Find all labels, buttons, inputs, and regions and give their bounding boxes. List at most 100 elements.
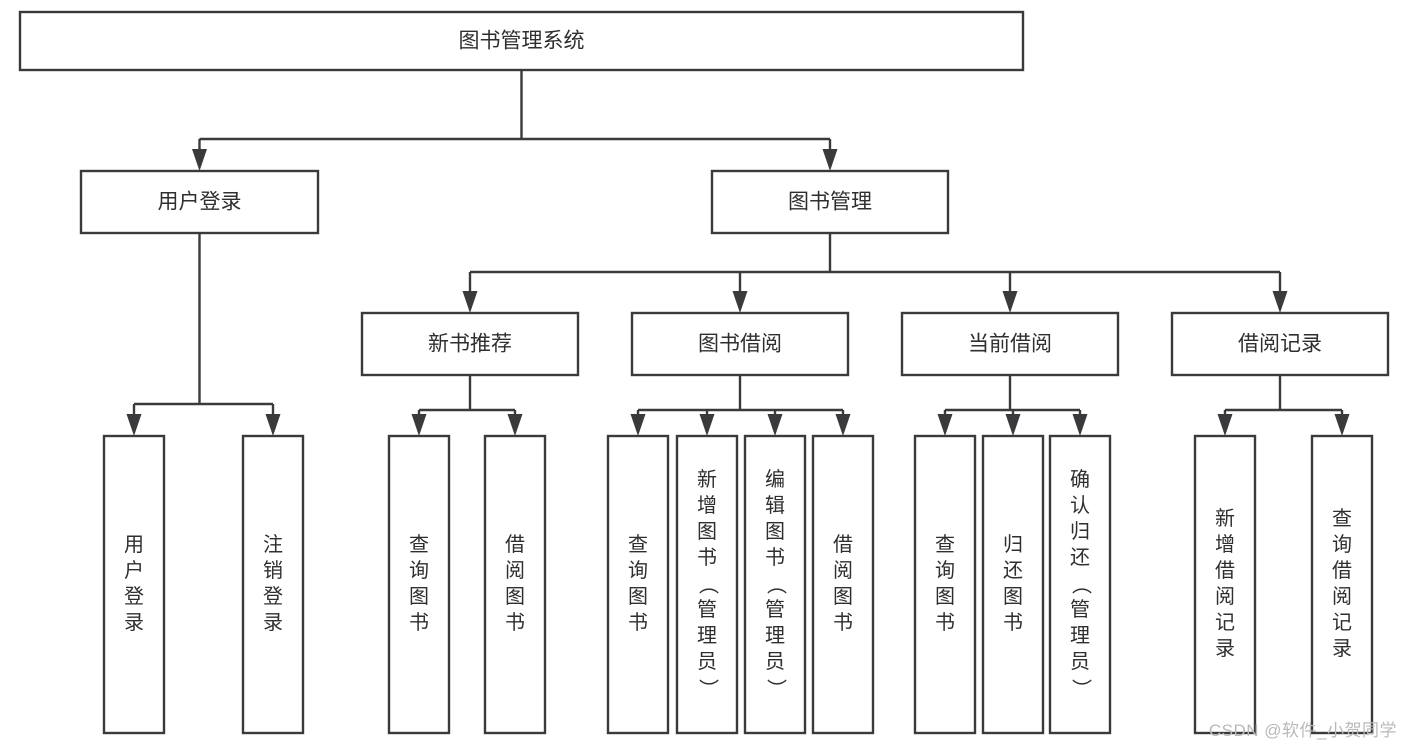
- node-label: 图书管理系统: [459, 30, 585, 53]
- node-label-char: 理: [1070, 625, 1090, 647]
- node-box[interactable]: [606, 434, 670, 735]
- node-label-char: 询: [1332, 533, 1352, 556]
- node-label-char: 图: [1003, 586, 1023, 608]
- node-box[interactable]: [981, 434, 1045, 735]
- node-label-char: 借: [1332, 559, 1352, 582]
- node-label-char: 归: [1003, 533, 1023, 556]
- node-box[interactable]: [675, 434, 739, 735]
- arrow-head-icon: [1272, 291, 1288, 313]
- node-box[interactable]: [79, 169, 320, 235]
- arrow-head-icon: [835, 414, 851, 436]
- node-label-char: 理: [765, 625, 785, 647]
- node-label-char: 录: [263, 612, 283, 634]
- arrow-head-icon: [822, 149, 838, 171]
- node-current-borrow[interactable]: 当前借阅: [900, 311, 1120, 377]
- node-user-login[interactable]: 用户登录: [79, 169, 320, 235]
- arrow-head-icon: [1005, 414, 1021, 436]
- node-borrow-record[interactable]: 借阅记录: [1170, 311, 1390, 377]
- node-label-char: 书: [765, 546, 785, 569]
- arrow-head-icon: [1072, 414, 1088, 436]
- node-box[interactable]: [900, 311, 1120, 377]
- node-label-char: 记: [1332, 611, 1352, 634]
- arrow-head-icon: [1334, 414, 1350, 436]
- node-label-char: ）: [765, 679, 788, 699]
- arrow-head-icon: [411, 414, 427, 436]
- node-label: 当前借阅: [968, 333, 1052, 356]
- node-box[interactable]: [102, 434, 166, 735]
- node-label-char: 询: [409, 559, 429, 582]
- arrow-head-icon: [1217, 414, 1233, 436]
- node-box[interactable]: [811, 434, 875, 735]
- node-label-char: 查: [628, 533, 648, 556]
- node-label-char: 编: [765, 468, 785, 491]
- node-box[interactable]: [710, 169, 950, 235]
- node-label-char: 图: [935, 586, 955, 608]
- node-box[interactable]: [913, 434, 977, 735]
- node-book-manage[interactable]: 图书管理: [710, 169, 950, 235]
- node-book-borrow[interactable]: 图书借阅: [630, 311, 850, 377]
- node-label-char: 书: [505, 611, 525, 634]
- node-label-char: 新: [697, 468, 717, 491]
- arrow-head-icon: [767, 414, 783, 436]
- node-box[interactable]: [18, 10, 1025, 72]
- node-label-char: 认: [1070, 494, 1090, 517]
- node-box[interactable]: [1170, 311, 1390, 377]
- node-label-char: （: [1070, 575, 1093, 595]
- connector-group: [937, 375, 1088, 436]
- node-new-book-rec[interactable]: 新书推荐: [360, 311, 580, 377]
- node-box[interactable]: [1310, 434, 1374, 735]
- node-box[interactable]: [1048, 434, 1112, 735]
- node-box[interactable]: [483, 434, 547, 735]
- node-label-char: 阅: [833, 559, 853, 582]
- node-label-char: 确: [1070, 468, 1090, 491]
- node-label-char: 员: [765, 651, 785, 673]
- node-label-char: 图: [765, 521, 785, 543]
- node-label-char: 阅: [1215, 585, 1235, 608]
- arrow-head-icon: [507, 414, 523, 436]
- node-label-char: 查: [1332, 507, 1352, 530]
- node-box[interactable]: [1193, 434, 1257, 735]
- node-label-char: ）: [697, 679, 720, 699]
- arrow-head-icon: [462, 291, 478, 313]
- node-label-char: 图: [409, 586, 429, 608]
- node-label-char: 书: [1003, 611, 1023, 634]
- node-box[interactable]: [630, 311, 850, 377]
- node-label-char: 归: [1070, 520, 1090, 543]
- node-box[interactable]: [360, 311, 580, 377]
- node-label-char: 销: [263, 559, 283, 582]
- node-label-char: 阅: [1332, 585, 1352, 608]
- node-label: 新书推荐: [428, 333, 512, 356]
- node-root[interactable]: 图书管理系统: [18, 10, 1025, 72]
- node-label-char: 查: [935, 533, 955, 556]
- node-label: 用户登录: [124, 534, 144, 634]
- node-leaf-user-login[interactable]: 用户登录: [102, 434, 166, 735]
- node-label-char: 管: [1070, 598, 1090, 621]
- node-box[interactable]: [387, 434, 451, 735]
- node-box[interactable]: [241, 434, 305, 735]
- node-label: 图书借阅: [698, 333, 782, 356]
- connector-group: [1217, 375, 1350, 436]
- node-label-char: 管: [765, 598, 785, 621]
- node-label-char: 询: [935, 559, 955, 582]
- node-box[interactable]: [743, 434, 807, 735]
